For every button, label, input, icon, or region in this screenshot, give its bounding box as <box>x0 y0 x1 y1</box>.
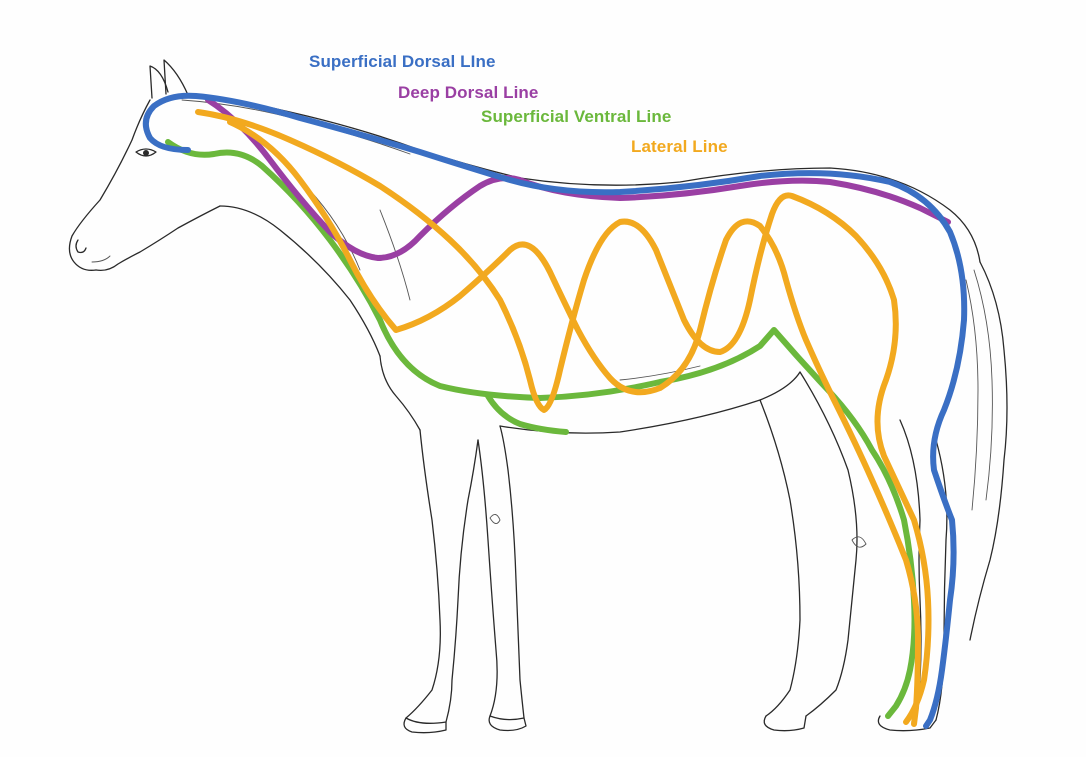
lateral-line-label: Lateral Line <box>631 137 728 157</box>
superficial-ventral-line-label: Superficial Ventral Line <box>481 107 671 127</box>
lateral-line-loop <box>230 122 918 724</box>
superficial-dorsal-line-label: Superficial Dorsal LIne <box>309 52 496 72</box>
deep-dorsal-line-label: Deep Dorsal Line <box>398 83 538 103</box>
